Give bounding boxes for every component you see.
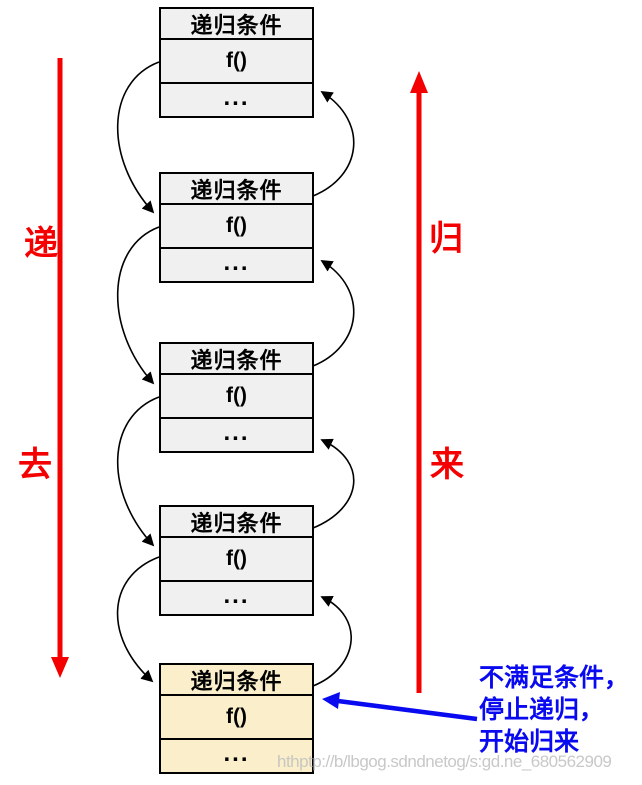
- descend-red-arrow: [51, 58, 69, 678]
- frame-ellipsis: ...: [223, 740, 250, 767]
- annotation-line: 停止递归，: [479, 696, 605, 724]
- call-arrow-2: [116, 226, 160, 385]
- frame-function-label: f(): [161, 538, 312, 582]
- frame-function-label: f(): [161, 696, 312, 740]
- ascend-red-arrow: [410, 71, 428, 693]
- frame-function-label: f(): [161, 205, 312, 249]
- frame-ellipsis: ...: [223, 249, 250, 276]
- frame-ellipsis: ...: [223, 419, 250, 446]
- base-case-annotation: 不满足条件， 停止递归， 开始归来: [479, 662, 641, 758]
- return-arrow-1: [312, 91, 355, 197]
- recursion-frame-4: 递归条件 f() ...: [159, 505, 314, 616]
- ascend-label-bottom: 来: [430, 446, 464, 484]
- return-arrow-3: [312, 438, 355, 529]
- recursion-frame-5-base-case: 递归条件 f() ...: [159, 663, 314, 774]
- recursion-frame-2: 递归条件 f() ...: [159, 172, 314, 283]
- recursion-frame-3: 递归条件 f() ...: [159, 342, 314, 453]
- frame-ellipsis: ...: [223, 84, 250, 111]
- annotation-line: 开始归来: [479, 728, 580, 756]
- call-arrow-3: [116, 396, 160, 547]
- descend-label-bottom: 去: [18, 446, 52, 484]
- frame-ellipsis: ...: [223, 582, 250, 609]
- call-arrow-4: [116, 556, 160, 683]
- return-arrow-2: [312, 260, 355, 367]
- return-arrow-4: [312, 595, 352, 687]
- watermark: hthptp://b/lbgog.sdndnetog/s:gd.ne_68056…: [277, 752, 612, 771]
- frame-function-label: f(): [161, 375, 312, 419]
- descend-label-top: 递: [24, 225, 58, 263]
- ascend-label-top: 归: [429, 220, 463, 258]
- base-case-pointer-arrow: [322, 692, 478, 722]
- recursion-frame-1: 递归条件 f() ...: [159, 7, 314, 118]
- annotation-line: 不满足条件，: [479, 664, 630, 692]
- frame-condition-label: 递归条件: [161, 174, 312, 205]
- frame-function-label: f(): [161, 40, 312, 84]
- frame-condition-label: 递归条件: [161, 9, 312, 40]
- frame-condition-label: 递归条件: [161, 507, 312, 538]
- call-arrow-1: [116, 61, 160, 214]
- frame-condition-label: 递归条件: [161, 344, 312, 375]
- frame-condition-label: 递归条件: [161, 665, 312, 696]
